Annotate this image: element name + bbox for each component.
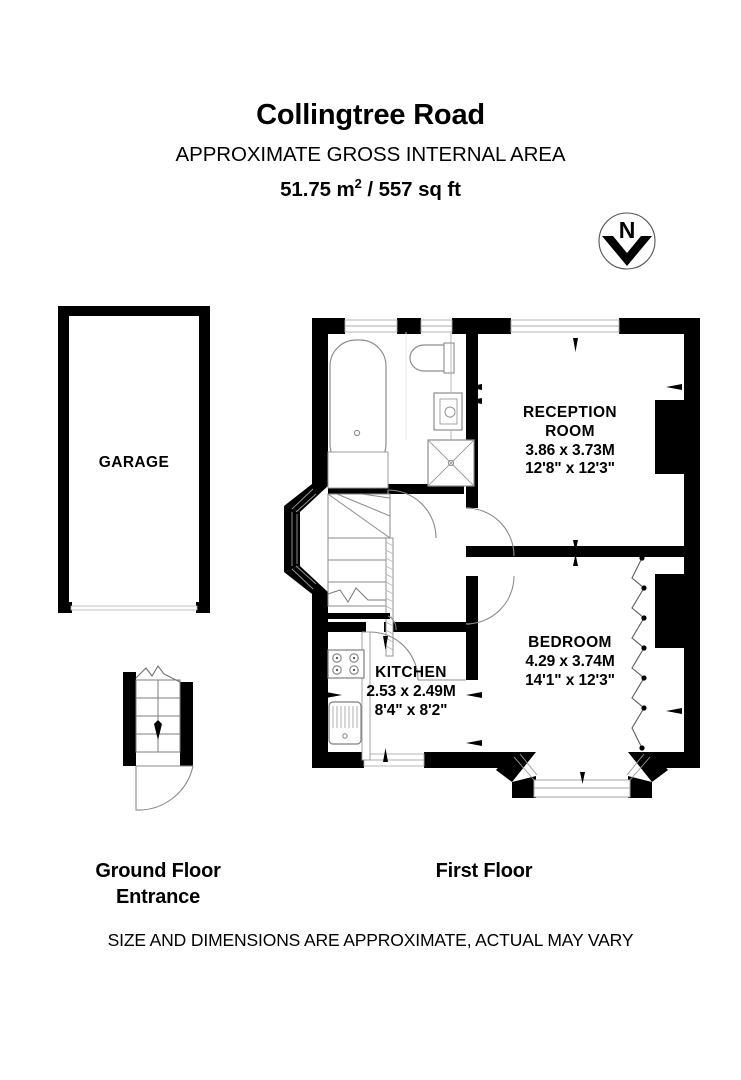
header: Collingtree Road APPROXIMATE GROSS INTER…: [0, 98, 741, 203]
caption-ground-line2: Entrance: [116, 886, 200, 908]
bath-panel: [327, 451, 389, 489]
header-subtitle: APPROXIMATE GROSS INTERNAL AREA: [175, 142, 566, 166]
caption-first-line1: First Floor: [435, 860, 533, 882]
reception-dim-imperial: 12'8" x 12'3": [525, 460, 615, 478]
page-title: Collingtree Road: [256, 99, 485, 131]
caption-first-floor: First Floor: [380, 858, 588, 884]
exterior-wall-top: [312, 318, 700, 334]
compass-north-icon: N: [596, 210, 658, 272]
bedroom-dim-metric: 4.29 x 3.74M: [525, 652, 615, 670]
bay-window-bedroom: [496, 752, 668, 798]
exterior-wall-left-lower: [312, 594, 328, 760]
caption-ground-floor: Ground Floor Entrance: [46, 858, 270, 910]
room-label-kitchen: KITCHEN 2.53 x 2.49M 8'4" x 8'2": [341, 664, 481, 720]
internal-wall-reception-bedroom: [466, 546, 686, 557]
kitchen-dim-metric: 2.53 x 2.49M: [366, 682, 456, 700]
exterior-wall-bottom: [312, 752, 700, 768]
first-floor-plan: [280, 318, 700, 798]
reception-name-line2: ROOM: [545, 422, 595, 440]
internal-wall-reception-left: [466, 326, 478, 508]
chimney-breast-reception: [655, 400, 686, 474]
window-top-1: [344, 319, 398, 333]
internal-wall-bathroom-bottom: [328, 484, 464, 494]
door-landing: [328, 613, 397, 631]
reception-dim-metric: 3.86 x 3.73M: [525, 441, 615, 459]
staircase-landing: [327, 493, 394, 657]
room-label-reception: RECEPTION ROOM 3.86 x 3.73M 12'8" x 12'3…: [490, 404, 650, 479]
area-superscript: 2: [354, 176, 362, 192]
disclaimer-text: SIZE AND DIMENSIONS ARE APPROXIMATE, ACT…: [107, 930, 634, 950]
gross-internal-area: 51.75 m2 / 557 sq ft: [0, 176, 741, 202]
door-bedroom: [465, 575, 515, 625]
bedroom-name: BEDROOM: [528, 634, 612, 651]
reception-name-line1: RECEPTION: [522, 404, 618, 421]
exterior-wall-right: [684, 318, 700, 768]
window-bottom-1: [363, 753, 425, 767]
kitchen-name: KITCHEN: [375, 664, 447, 681]
room-label-garage: GARAGE: [38, 454, 230, 473]
window-top-3: [510, 319, 620, 333]
window-top-2: [420, 319, 453, 333]
chimney-breast-bedroom: [655, 574, 686, 648]
toilet-icon: [409, 342, 455, 374]
bathtub-icon: [329, 339, 387, 471]
caption-ground-line1: Ground Floor: [95, 860, 221, 882]
exterior-wall-left-upper: [312, 318, 328, 484]
bedroom-dim-imperial: 14'1" x 12'3": [525, 671, 615, 689]
internal-wall-kitchen-top-b: [384, 622, 468, 632]
compass-label: N: [619, 217, 636, 243]
ground-floor-entrance-block: [123, 665, 194, 811]
shower-tray-icon: [427, 439, 475, 487]
kitchen-dim-imperial: 8'4" x 8'2": [374, 701, 448, 719]
door-reception: [465, 507, 515, 557]
entrance-staircase: [135, 679, 181, 753]
bay-window-left: [284, 484, 330, 594]
internal-wall-kitchen-top-a: [328, 622, 366, 632]
door-bathroom: [387, 489, 437, 539]
area-metric: 51.75 m: [280, 178, 355, 202]
room-label-bedroom: BEDROOM 4.29 x 3.74M 14'1" x 12'3": [490, 634, 650, 690]
bathroom-fixtures: [327, 332, 475, 489]
door-arcs: [328, 489, 515, 681]
area-imperial: / 557 sq ft: [361, 178, 461, 202]
wash-basin-icon: [433, 392, 463, 431]
garage-name: GARAGE: [98, 454, 170, 471]
